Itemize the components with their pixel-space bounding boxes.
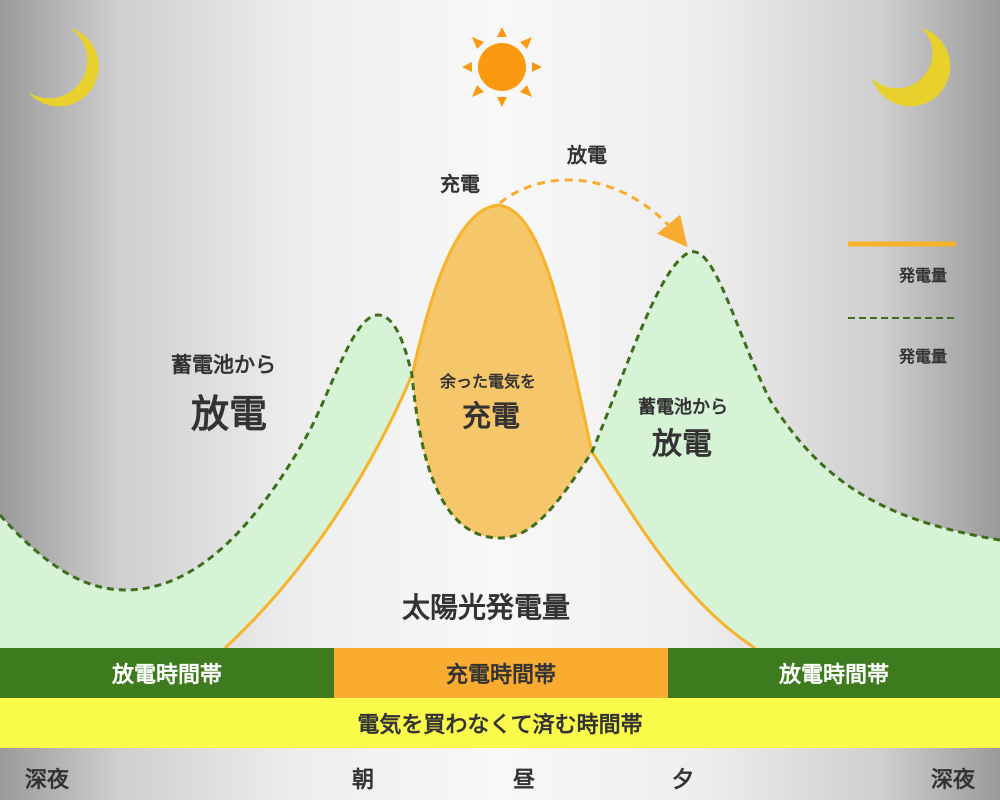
time-label-late-night-right: 深夜 (931, 768, 976, 793)
charge-top-label: 充電 (440, 172, 480, 196)
right-discharge-big: 放電 (652, 427, 712, 462)
generation-curve (223, 203, 756, 650)
consumption-curve (0, 250, 1000, 592)
crescent-moon-icon (28, 28, 99, 107)
center-charge-small: 余った電気を (440, 372, 537, 391)
solar-generation-label: 太陽光発電量 (402, 591, 571, 624)
time-label-morning: 朝 (352, 768, 375, 793)
right-discharge-small: 蓄電池から (638, 397, 728, 418)
band-saving: 電気を買わなくて済む時間帯 (0, 698, 1000, 748)
time-label-late-night-left: 深夜 (25, 768, 70, 793)
sun-icon (462, 27, 542, 107)
left-discharge-area (0, 315, 412, 648)
center-charge-big: 充電 (462, 399, 521, 433)
band-charge: 充電時間帯 (334, 648, 668, 698)
charge-area (412, 205, 592, 538)
band-discharge-right: 放電時間帯 (668, 648, 1000, 698)
time-label-evening: 夕 (672, 768, 695, 793)
shift-arrow (499, 178, 688, 248)
discharge-top-label: 放電 (567, 143, 607, 167)
time-label-noon: 昼 (513, 768, 536, 793)
right-discharge-area (592, 251, 1000, 648)
legend-label-1: 発電量 (899, 266, 948, 285)
left-discharge-big: 放電 (191, 392, 268, 436)
crescent-moon-icon (872, 28, 951, 107)
left-discharge-small: 蓄電池から (171, 353, 276, 377)
band-discharge-left: 放電時間帯 (0, 648, 334, 698)
legend-label-2: 発電量 (899, 347, 948, 366)
